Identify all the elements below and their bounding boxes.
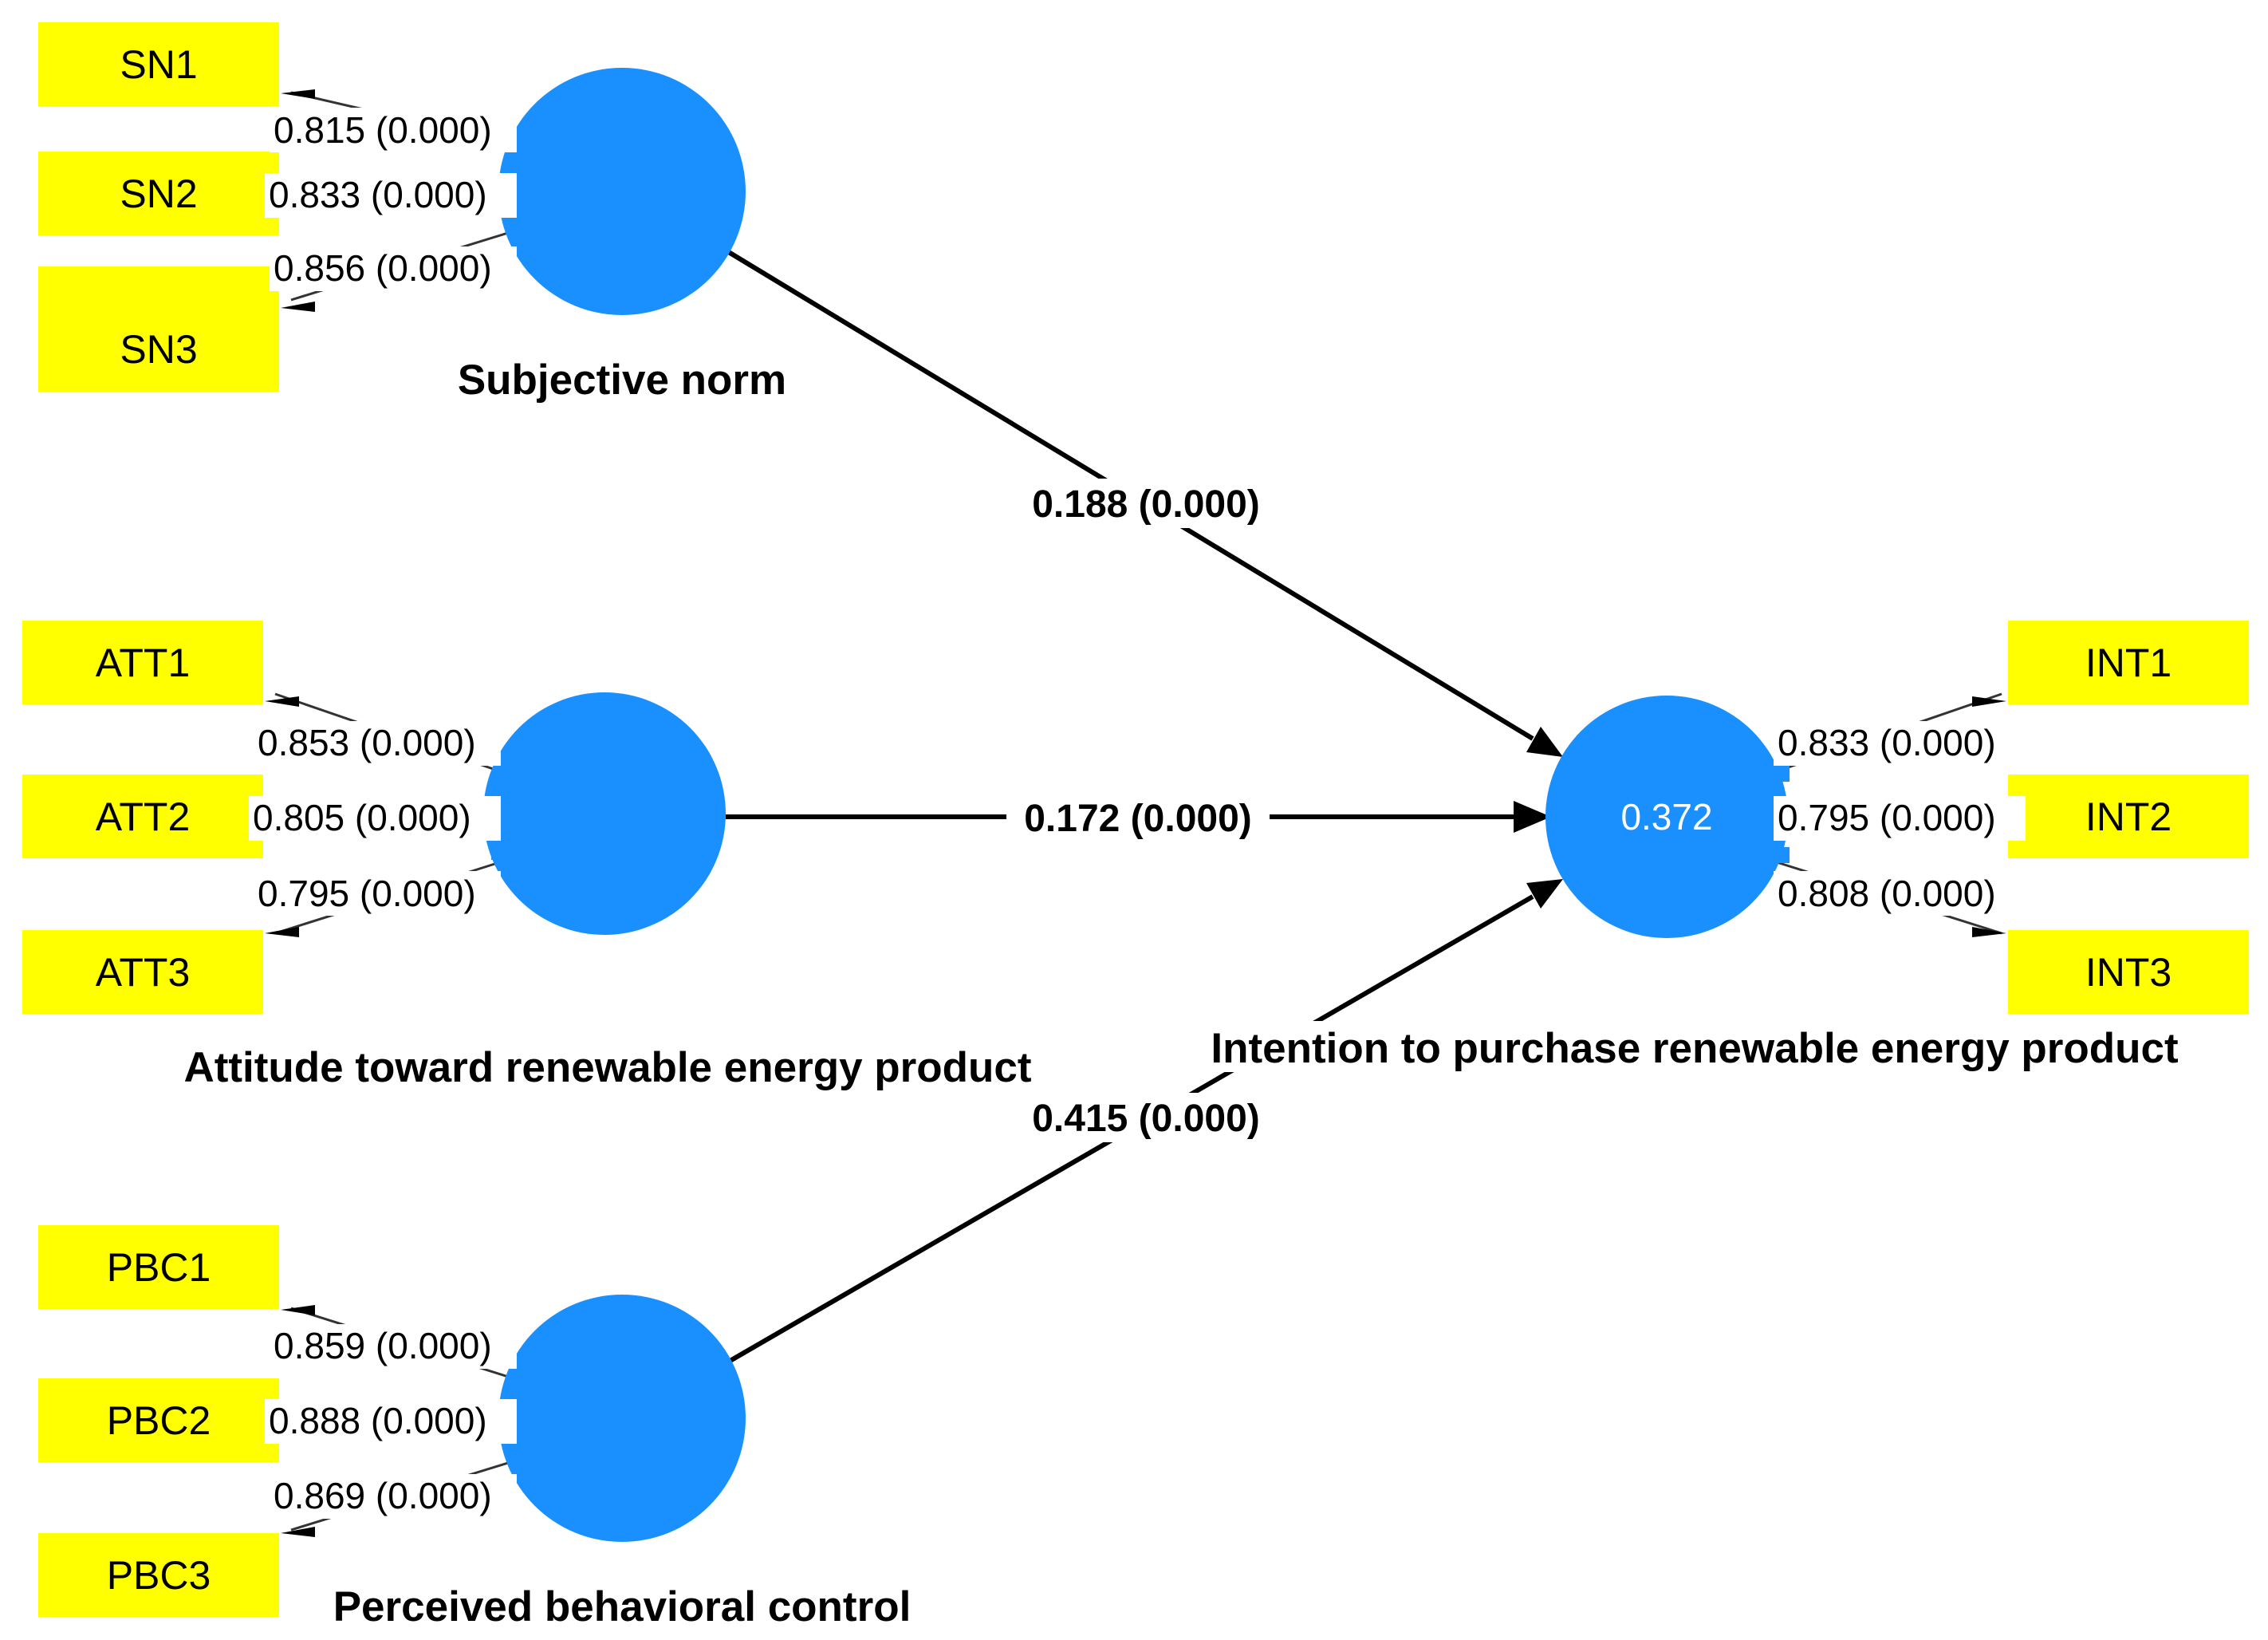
loading-bg-int3 bbox=[1774, 871, 2021, 916]
loading-label-att1: 0.853 (0.000) bbox=[258, 722, 476, 763]
indicator-label-sn3: SN3 bbox=[120, 327, 197, 372]
stub-sn3 bbox=[281, 302, 315, 312]
indicator-label-sn2: SN2 bbox=[120, 171, 197, 216]
loading-bg-pbc3 bbox=[270, 1474, 517, 1519]
construct-pbc[interactable] bbox=[498, 1295, 746, 1542]
stub-sn1 bbox=[281, 89, 315, 99]
stub-pbc3 bbox=[281, 1527, 315, 1537]
blue-stub-int3 bbox=[1770, 847, 1790, 863]
indicator-box-att2[interactable] bbox=[22, 775, 263, 858]
indicator-label-att1: ATT1 bbox=[96, 641, 191, 685]
construct-label-att: Attitude toward renewable energy product bbox=[183, 1044, 1031, 1091]
indicator-box-sn3[interactable] bbox=[38, 266, 279, 392]
path-coefficients: 0.188 (0.000) 0.172 (0.000) 0.415 (0.000… bbox=[1006, 479, 1278, 1142]
loading-bg-pbc2 bbox=[265, 1399, 517, 1444]
path-label-sn-int: 0.188 (0.000) bbox=[1032, 483, 1260, 526]
indicator-box-att3[interactable] bbox=[22, 930, 263, 1014]
path-label-bg-att-int bbox=[1006, 793, 1270, 842]
loading-label-sn3: 0.856 (0.000) bbox=[274, 247, 492, 289]
indicator-box-pbc3[interactable] bbox=[38, 1533, 279, 1617]
path-arrowhead-sn-int bbox=[1526, 727, 1563, 757]
blue-stub-int1 bbox=[1770, 766, 1790, 782]
path-arrowhead-att-int bbox=[1514, 801, 1551, 833]
stub-int3 bbox=[1972, 927, 2006, 937]
loading-label-int2: 0.795 (0.000) bbox=[1778, 797, 1996, 838]
blue-stub-pbc3 bbox=[510, 1450, 531, 1468]
indicator-label-pbc3: PBC3 bbox=[107, 1553, 211, 1598]
loading-bg-att3 bbox=[254, 871, 501, 916]
stub-pbc1 bbox=[281, 1305, 315, 1315]
indicator-label-int1: INT1 bbox=[2085, 641, 2172, 685]
construct-label-sn: Subjective norm bbox=[458, 357, 786, 404]
construct-int[interactable] bbox=[1545, 696, 1788, 938]
loading-bg-sn1 bbox=[270, 108, 517, 152]
loading-label-att3: 0.795 (0.000) bbox=[258, 873, 476, 914]
indicator-box-sn1[interactable] bbox=[38, 22, 279, 106]
construct-group-sn: SN1 SN2 SN3 0.815 (0.000) 0.833 (0.000) … bbox=[38, 22, 786, 404]
indicator-box-att1[interactable] bbox=[22, 621, 263, 704]
indicator-box-sn2[interactable] bbox=[38, 152, 279, 235]
indicator-label-pbc2: PBC2 bbox=[107, 1398, 211, 1443]
indicator-label-sn1: SN1 bbox=[120, 42, 197, 87]
loading-label-sn1: 0.815 (0.000) bbox=[274, 109, 492, 151]
loading-bg-pbc1 bbox=[270, 1324, 517, 1369]
indicator-label-att2: ATT2 bbox=[96, 794, 191, 839]
blue-stub-att1 bbox=[491, 774, 510, 790]
construct-label-int: Intention to purchase renewable energy p… bbox=[1211, 1025, 2178, 1072]
loading-label-att2: 0.805 (0.000) bbox=[253, 797, 471, 838]
blue-stub-pbc1 bbox=[510, 1372, 531, 1390]
indicator-box-pbc2[interactable] bbox=[38, 1378, 279, 1462]
loading-label-sn2: 0.833 (0.000) bbox=[269, 174, 487, 215]
indicator-box-int2[interactable] bbox=[2008, 775, 2249, 858]
path-label-att-int: 0.172 (0.000) bbox=[1024, 798, 1252, 840]
stub-att1 bbox=[265, 696, 299, 707]
loading-label-pbc1: 0.859 (0.000) bbox=[274, 1325, 492, 1366]
loading-bg-att1 bbox=[254, 721, 501, 766]
loading-bg-sn3 bbox=[270, 246, 517, 291]
indicator-label-att3: ATT3 bbox=[96, 950, 191, 995]
indicator-label-int2: INT2 bbox=[2085, 794, 2172, 839]
blue-stub-att3 bbox=[491, 844, 510, 860]
loading-bg-int2 bbox=[1774, 796, 2026, 841]
construct-group-pbc: PBC1 PBC2 PBC3 0.859 (0.000) 0.888 (0.00… bbox=[38, 1225, 911, 1630]
construct-att[interactable] bbox=[483, 692, 726, 935]
path-label-pbc-int: 0.415 (0.000) bbox=[1032, 1098, 1260, 1140]
construct-label-pbc: Perceived behavioral control bbox=[333, 1583, 912, 1630]
path-label-bg-pbc-int bbox=[1014, 1093, 1278, 1142]
loading-label-int3: 0.808 (0.000) bbox=[1778, 873, 1996, 914]
indicator-box-int1[interactable] bbox=[2008, 621, 2249, 704]
construct-label-bg-int bbox=[1187, 1021, 2215, 1072]
indicator-box-int3[interactable] bbox=[2008, 930, 2249, 1014]
path-label-bg-sn-int bbox=[1014, 479, 1278, 528]
loading-bg-sn2 bbox=[265, 173, 517, 218]
construct-group-att: ATT1 ATT2 ATT3 0.853 (0.000) 0.805 (0.00… bbox=[22, 621, 1032, 1091]
loading-label-int1: 0.833 (0.000) bbox=[1778, 722, 1996, 763]
path-arrowhead-pbc-int bbox=[1526, 879, 1563, 909]
indicator-label-pbc1: PBC1 bbox=[107, 1245, 211, 1290]
loading-label-pbc3: 0.869 (0.000) bbox=[274, 1475, 492, 1516]
construct-sn[interactable] bbox=[498, 68, 746, 315]
loading-bg-att2 bbox=[249, 796, 501, 841]
stub-att3 bbox=[265, 927, 299, 937]
stub-int1 bbox=[1972, 696, 2006, 707]
loading-bg-int1 bbox=[1774, 721, 2021, 766]
r-squared-value: 0.372 bbox=[1620, 796, 1712, 838]
indicator-box-pbc1[interactable] bbox=[38, 1225, 279, 1309]
construct-group-int: INT1 INT2 INT3 0.372 0.833 (0.000) 0.795… bbox=[1187, 621, 2249, 1072]
loading-label-pbc2: 0.888 (0.000) bbox=[269, 1400, 487, 1441]
indicator-label-int3: INT3 bbox=[2085, 950, 2172, 995]
